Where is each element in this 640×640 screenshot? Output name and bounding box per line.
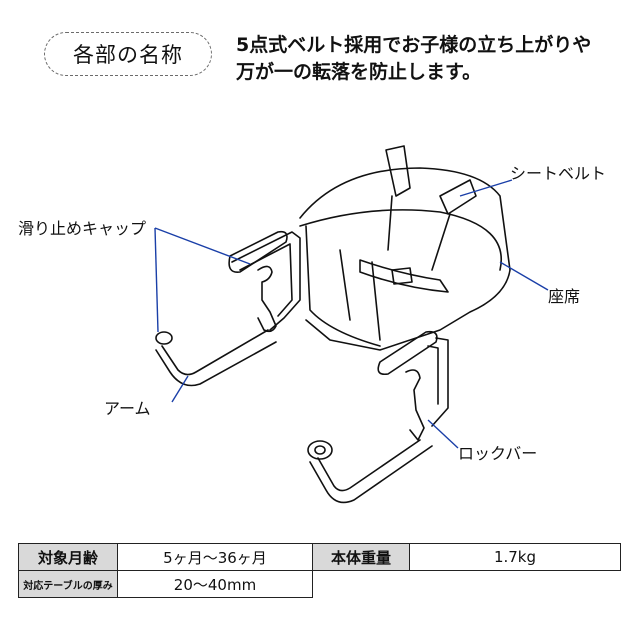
seat-rim	[299, 209, 502, 271]
buckle	[391, 267, 413, 285]
shoulder-strap-left-lower	[387, 195, 393, 251]
spec-empty-cell	[313, 571, 621, 598]
feature-heading-line-1: 5点式ベルト採用でお子様の立ち上がりや	[236, 34, 592, 56]
shoulder-strap-right-lower	[431, 213, 451, 271]
right-foot-cap	[307, 440, 333, 460]
shoulder-strap-left	[385, 145, 411, 197]
leader-seat	[499, 261, 549, 291]
section-title: 各部の名称	[44, 32, 212, 76]
feature-heading: 5点式ベルト採用でお子様の立ち上がりや 万が一の転落を防止します。	[236, 32, 626, 86]
left-foot-cap	[155, 331, 173, 345]
label-arm: アーム	[104, 399, 151, 418]
seat-back	[299, 167, 511, 351]
spec-row-1: 対象月齢 5ヶ月〜36ヶ月 本体重量 1.7kg	[18, 543, 621, 571]
right-lock-knob	[405, 369, 425, 441]
leader-lock-bar	[427, 419, 459, 449]
leader-slip-cap-bottom	[154, 227, 159, 333]
age-label: 対象月齢	[18, 543, 118, 571]
leader-seat-belt	[459, 179, 513, 197]
weight-label: 本体重量	[312, 543, 410, 571]
right-arm-rail-inner	[427, 345, 439, 405]
seat-fabric-front	[305, 225, 381, 347]
label-lock-bar: ロックバー	[458, 444, 538, 463]
leader-slip-cap-top	[154, 227, 251, 265]
right-foot-cap-inner	[314, 445, 326, 455]
spec-row-2: 対応テーブルの厚み 20〜40mm	[18, 570, 621, 598]
left-lock-knob	[257, 265, 277, 333]
label-seat-belt: シートベルト	[510, 164, 607, 183]
shoulder-strap-right	[439, 179, 477, 215]
right-grip	[377, 330, 438, 376]
weight-value: 1.7kg	[409, 543, 621, 571]
feature-heading-line-2: 万が一の転落を防止します。	[236, 61, 482, 83]
right-arm-rail	[431, 337, 449, 427]
spec-table: 対象月齢 5ヶ月〜36ヶ月 本体重量 1.7kg 対応テーブルの厚み 20〜40…	[18, 543, 621, 598]
table-thickness-label: 対応テーブルの厚み	[18, 570, 118, 598]
left-arm-top-rail-inner	[239, 243, 293, 317]
waist-strap	[359, 259, 449, 293]
label-seat: 座席	[548, 287, 581, 306]
table-thickness-value: 20〜40mm	[117, 570, 313, 598]
left-arm-top-rail	[231, 231, 301, 331]
age-value: 5ヶ月〜36ヶ月	[117, 543, 313, 571]
left-lower-arm	[161, 329, 269, 376]
right-lower-arm	[317, 439, 421, 492]
left-grip	[228, 230, 288, 273]
seat-fabric-side	[339, 249, 381, 341]
label-slip-cap: 滑り止めキャップ	[18, 219, 147, 238]
leader-arm	[171, 375, 189, 403]
right-lower-arm-inner	[309, 445, 433, 504]
